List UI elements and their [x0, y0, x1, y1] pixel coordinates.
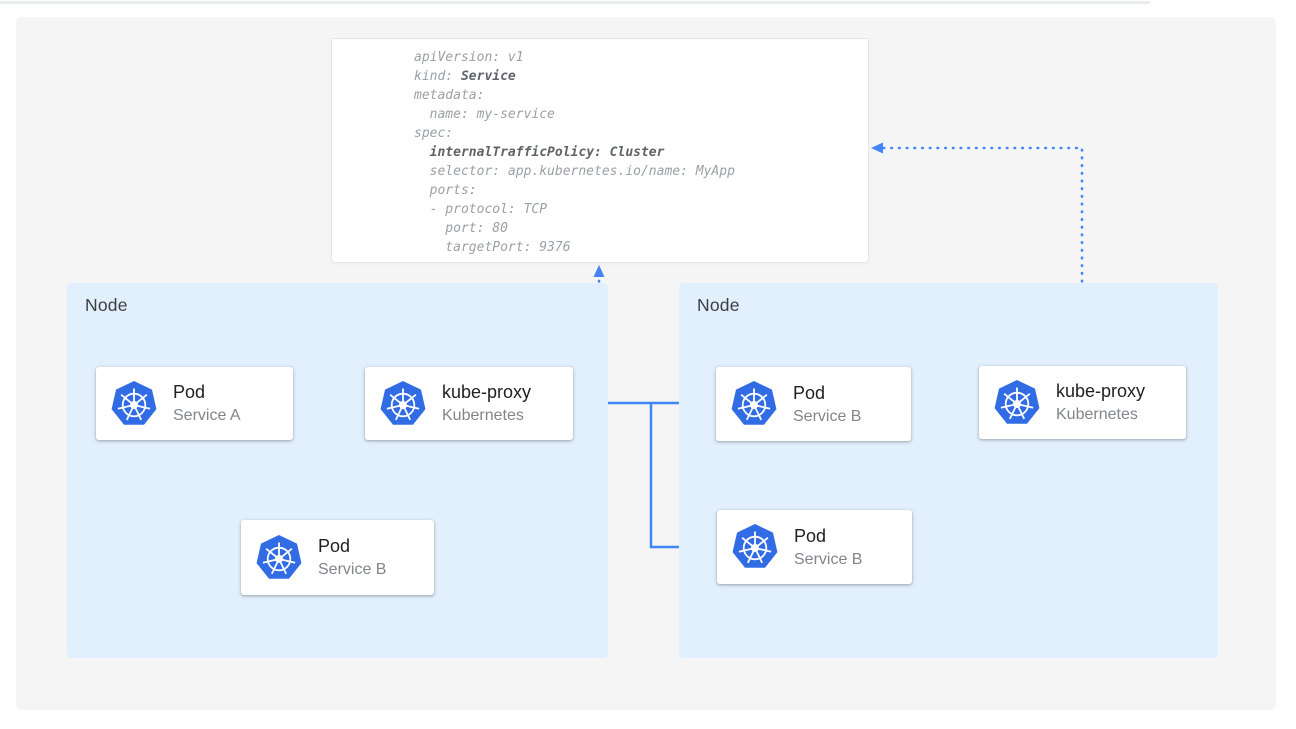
card-title: kube-proxy [1056, 381, 1146, 401]
kubernetes-icon [379, 380, 427, 428]
yaml-line: selector: app.kubernetes.io/name: MyApp [414, 164, 735, 179]
card-subtitle: Service B [794, 550, 863, 568]
card-title: Pod [793, 382, 826, 403]
kubernetes-icon [731, 523, 779, 571]
yaml-line-internal-traffic-policy: internalTrafficPolicy: Cluster [429, 145, 665, 160]
card-subtitle: Service B [318, 561, 387, 578]
node-label: Node [85, 295, 128, 315]
kube-proxy-card-left: kube-proxy Kubernetes [365, 367, 573, 440]
yaml-line: kind: Service [414, 69, 516, 84]
yaml-line: name: my-service [414, 107, 555, 122]
kubernetes-icon [110, 380, 158, 428]
kubernetes-icon [730, 380, 778, 428]
card-subtitle: Kubernetes [1056, 406, 1138, 423]
pod-card-service-a: Pod Service A [96, 367, 293, 440]
node-box-right: Node Pod Service B Pod Service B kube-pr… [679, 283, 1218, 658]
node-label: Node [697, 295, 740, 315]
card-title: Pod [173, 382, 206, 402]
pod-card-service-b-left: Pod Service B [241, 520, 434, 595]
card-subtitle: Kubernetes [442, 407, 524, 424]
yaml-line: port: 80 [414, 221, 508, 236]
service-manifest-card: apiVersion: v1 kind: Service metadata: n… [331, 38, 869, 263]
page-top-divider [0, 1, 1150, 4]
yaml-line: targetPort: 9376 [414, 240, 571, 255]
card-title: kube-proxy [442, 382, 532, 402]
kube-proxy-card-right: kube-proxy Kubernetes [979, 366, 1186, 439]
yaml-line: ports: [414, 183, 477, 198]
pod-card-service-b-right-bottom: Pod Service B [717, 510, 912, 584]
kubernetes-icon [993, 379, 1041, 427]
yaml-line: - protocol: TCP [414, 202, 548, 217]
yaml-line: apiVersion: v1 [414, 50, 524, 65]
card-subtitle: Service B [793, 407, 862, 425]
node-box-left: Node Pod Service A kube-proxy Kubernetes… [67, 283, 608, 658]
card-subtitle: Service A [173, 407, 241, 424]
yaml-line: metadata: [414, 88, 485, 103]
card-title: Pod [318, 536, 351, 556]
yaml-line: spec: [414, 126, 454, 141]
pod-card-service-b-right-top: Pod Service B [716, 367, 911, 441]
kubernetes-icon [255, 534, 303, 582]
card-title: Pod [794, 525, 827, 546]
